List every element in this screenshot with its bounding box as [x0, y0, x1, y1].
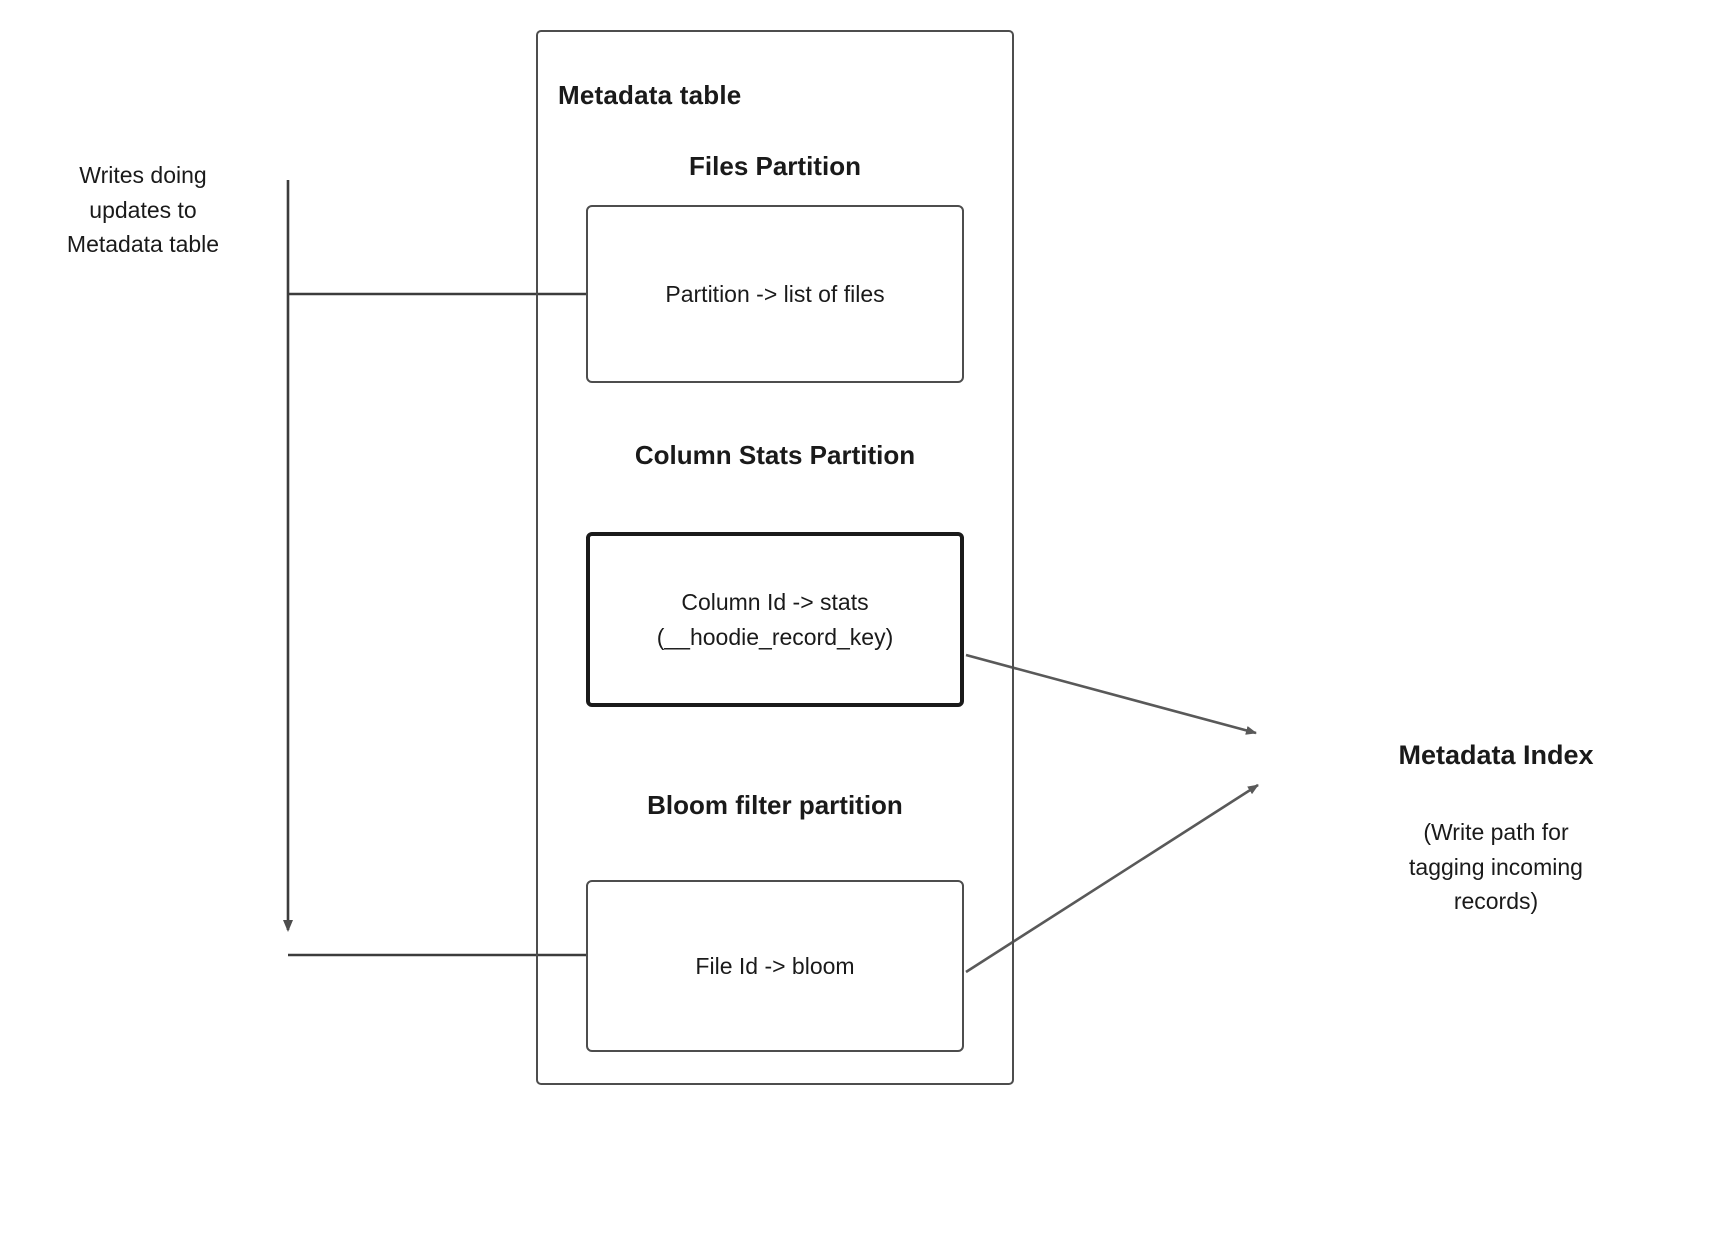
column-stats-partition-box: Column Id -> stats (__hoodie_record_key)	[586, 532, 964, 707]
bloom-filter-partition-box: File Id -> bloom	[586, 880, 964, 1052]
files-partition-box: Partition -> list of files	[586, 205, 964, 383]
files-partition-box-text: Partition -> list of files	[665, 280, 885, 307]
metadata-table-title: Metadata table	[558, 80, 742, 110]
bloom-filter-partition-box-text: File Id -> bloom	[695, 952, 855, 979]
metadata-table-container	[536, 30, 1014, 1085]
column-stats-partition-box-text: Column Id -> stats (__hoodie_record_key)	[656, 589, 894, 650]
writes-doing-updates-label: Writes doing updates to Metadata table	[66, 162, 220, 257]
bloom-filter-partition-heading: Bloom filter partition	[647, 790, 903, 820]
metadata-index-title: Metadata Index	[1398, 740, 1594, 770]
files-partition-heading: Files Partition	[689, 151, 861, 181]
column-stats-partition-heading: Column Stats Partition	[634, 440, 916, 470]
metadata-index-caption: (Write path for tagging incoming records…	[1409, 819, 1583, 914]
